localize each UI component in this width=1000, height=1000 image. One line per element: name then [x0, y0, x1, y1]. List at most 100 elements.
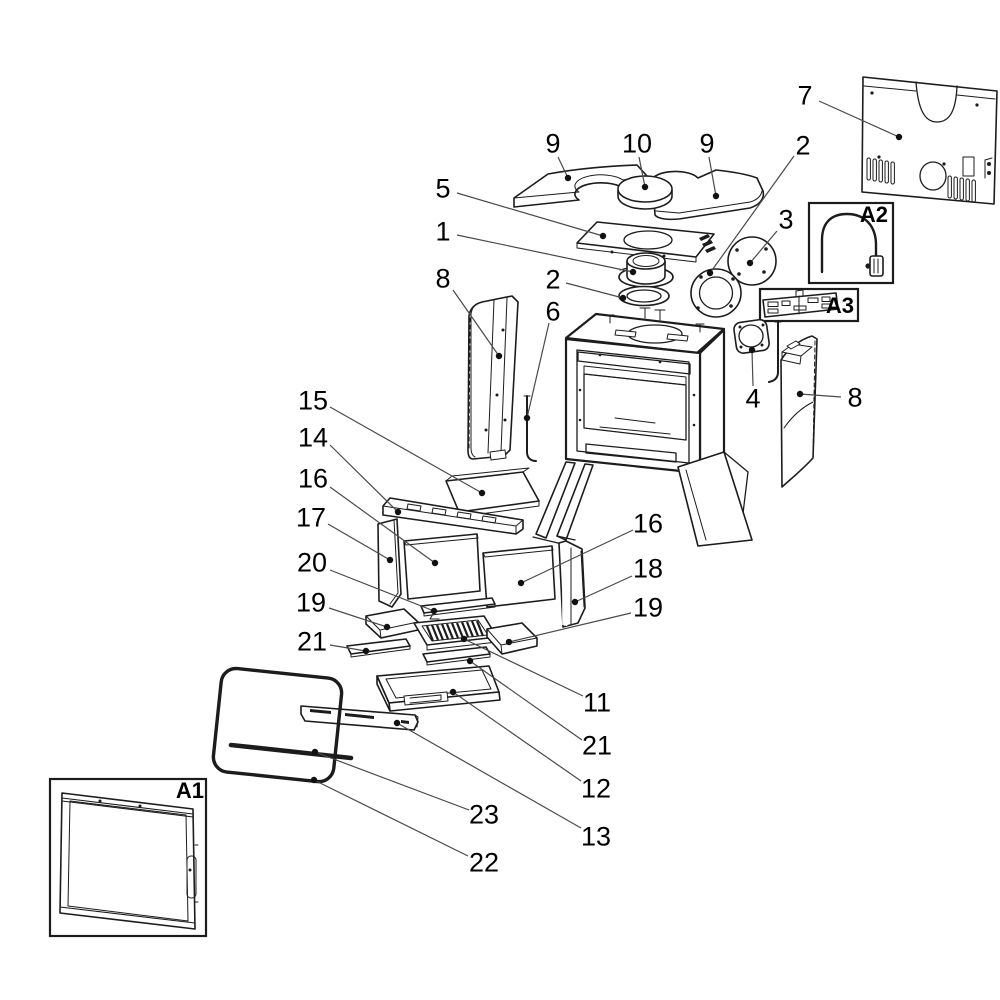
- part-label-12: 12: [581, 774, 611, 804]
- leader-dot-5: [599, 232, 607, 240]
- leader-line-9: [708, 156, 717, 197]
- part-label-10: 10: [622, 129, 652, 159]
- part-20-strip: [420, 597, 496, 620]
- leader-dot-17: [386, 556, 394, 564]
- leader-dot-7: [895, 133, 903, 141]
- part-label-15: 15: [298, 386, 328, 416]
- assembly-label-a2: A2: [860, 202, 888, 227]
- leader-dot-21: [466, 657, 474, 665]
- leader-dot-8: [796, 390, 804, 398]
- part-label-20: 20: [297, 548, 327, 578]
- part-label-3: 3: [778, 205, 793, 235]
- part-11-grate: [413, 615, 498, 651]
- part-label-5: 5: [435, 174, 450, 204]
- part-2-gasket-ring: [618, 285, 670, 307]
- part-label-16: 16: [298, 464, 328, 494]
- leader-dot-9: [712, 192, 720, 200]
- part-label-21: 21: [297, 627, 327, 657]
- leader-dot-10: [641, 183, 649, 191]
- part-label-19: 19: [633, 593, 663, 623]
- leader-line-23: [314, 751, 470, 811]
- part-10-round-lid: [617, 175, 673, 210]
- leader-line-2: [565, 282, 624, 299]
- leader-dot-23: [311, 748, 319, 756]
- leader-line-21: [469, 660, 583, 741]
- assembly-a2: A2: [807, 201, 895, 285]
- leader-line-19: [328, 607, 388, 628]
- leader-line-2: [709, 155, 795, 274]
- part-21-strip-right: [422, 646, 491, 666]
- leader-dot-22: [310, 776, 318, 784]
- assembly-label-a3: A3: [826, 293, 854, 318]
- part-label-18: 18: [633, 554, 663, 584]
- part-label-9: 9: [699, 129, 714, 159]
- leader-dot-18: [571, 598, 579, 606]
- leader-line-20: [329, 569, 435, 612]
- part-19-wedge-brick-right: [486, 622, 538, 655]
- part-label-14: 14: [298, 423, 328, 453]
- part-label-6: 6: [545, 297, 560, 327]
- leader-line-11: [463, 638, 584, 697]
- part-19-wedge-brick-left: [365, 608, 419, 639]
- part-9-top-plate-left: [513, 164, 648, 208]
- part-label-21: 21: [582, 731, 612, 761]
- leader-line-22: [313, 779, 469, 857]
- stove-body: [532, 307, 753, 547]
- leader-line-13: [396, 722, 582, 829]
- leader-dot-15: [478, 489, 486, 497]
- leader-line-18: [574, 575, 633, 603]
- part-23-handle-rod: [228, 742, 354, 761]
- part-7-back-panel: [861, 76, 998, 205]
- part-21-strip-left: [346, 638, 411, 658]
- part-label-23: 23: [469, 800, 499, 830]
- leader-line-16: [329, 486, 436, 564]
- leader-dot-19: [505, 638, 513, 646]
- leader-line-1: [456, 234, 634, 273]
- part-6-rod-right: [768, 321, 782, 383]
- leader-line-9: [557, 156, 569, 179]
- assembly-a3: A3: [758, 287, 860, 323]
- leader-line-14: [329, 444, 399, 513]
- leader-line-16: [520, 529, 634, 584]
- leader-dot-20: [430, 607, 438, 615]
- part-13-air-control-bar: [300, 705, 419, 731]
- leader-dot-21: [362, 647, 370, 655]
- part-label-8: 8: [847, 383, 862, 413]
- assembly-label-a1: A1: [176, 778, 204, 803]
- leader-dot-16: [431, 559, 439, 567]
- leader-line-6: [526, 322, 550, 419]
- part-8-side-panel-left: [467, 295, 519, 461]
- part-label-9: 9: [545, 129, 560, 159]
- part-label-13: 13: [581, 822, 611, 852]
- leader-line-7: [818, 100, 900, 138]
- leader-line-8: [799, 393, 842, 398]
- leader-dot-13: [393, 719, 401, 727]
- part-15-deflector-plate: [445, 467, 540, 518]
- part-label-17: 17: [296, 503, 326, 533]
- assembly-a1: A1: [48, 777, 208, 938]
- leader-dot-3: [746, 259, 754, 267]
- part-12-ash-pan: [376, 665, 501, 712]
- part-6-rod: [523, 395, 537, 462]
- part-label-8: 8: [435, 264, 450, 294]
- part-14-log-rail: [382, 497, 524, 535]
- leader-line-4: [751, 349, 754, 387]
- part-label-4: 4: [745, 384, 760, 414]
- part-label-11: 11: [583, 688, 611, 718]
- leader-dot-16: [517, 579, 525, 587]
- part-8-side-panel-right: [780, 335, 818, 488]
- part-label-7: 7: [797, 81, 812, 111]
- part-label-16: 16: [633, 509, 663, 539]
- part-2-collar-ring: [690, 268, 742, 318]
- leader-dot-11: [460, 635, 468, 643]
- leader-dot-9: [564, 174, 572, 182]
- part-label-22: 22: [469, 848, 499, 878]
- leader-dot-1: [629, 268, 637, 276]
- leader-line-15: [329, 406, 483, 494]
- leader-dot-14: [394, 508, 402, 516]
- part-16-firebrick-right: [482, 545, 556, 608]
- part-16-firebrick-left: [403, 533, 481, 600]
- leader-line-3: [749, 230, 778, 264]
- leader-dot-8: [495, 352, 503, 360]
